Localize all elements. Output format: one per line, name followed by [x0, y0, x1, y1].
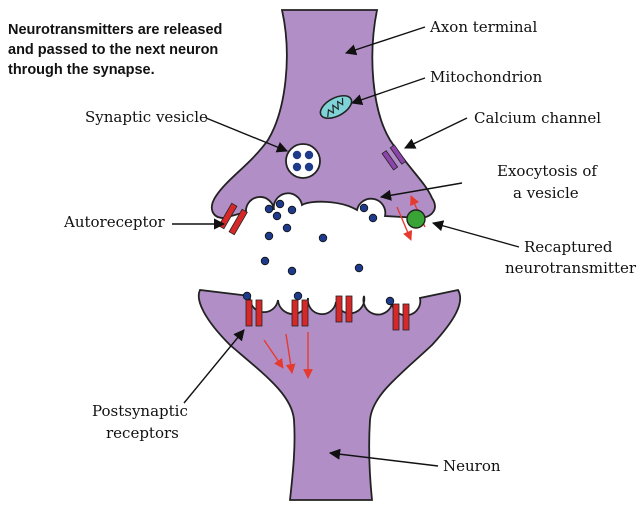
label-calcium-channel: Calcium channel: [474, 109, 601, 127]
synaptic-vesicle-icon: [286, 144, 320, 178]
label-exocytosis-line-2: a vesicle: [513, 184, 579, 202]
recaptured-pointer: [433, 223, 519, 247]
label-postsynaptic-line-1: Postsynaptic: [92, 402, 188, 420]
label-recaptured-line-2: neurotransmitter: [505, 259, 637, 277]
label-postsynaptic-line-2: receptors: [106, 424, 179, 442]
label-recaptured-line-1: Recaptured: [524, 238, 613, 256]
caption-line-2: and passed to the next neuron: [8, 40, 270, 60]
caption-line-3: through the synapse.: [8, 60, 270, 80]
label-exocytosis-line-1: Exocytosis of: [497, 162, 598, 180]
label-autoreceptor: Autoreceptor: [63, 213, 166, 231]
label-neuron: Neuron: [443, 457, 501, 475]
postsynaptic-neuron-shape: [199, 290, 460, 500]
label-mitochondrion: Mitochondrion: [430, 68, 543, 86]
label-synaptic-vesicle: Synaptic vesicle: [85, 108, 208, 126]
caption-line-1: Neurotransmitters are released: [8, 20, 270, 40]
postsynaptic-pointer: [184, 330, 244, 403]
calcium-channel-pointer: [405, 118, 467, 148]
recaptured-neurotransmitter-icon: [407, 210, 425, 228]
diagram-caption: Neurotransmitters are released and passe…: [8, 20, 270, 80]
released-neurotransmitters: [243, 200, 394, 305]
label-axon-terminal: Axon terminal: [429, 18, 537, 36]
